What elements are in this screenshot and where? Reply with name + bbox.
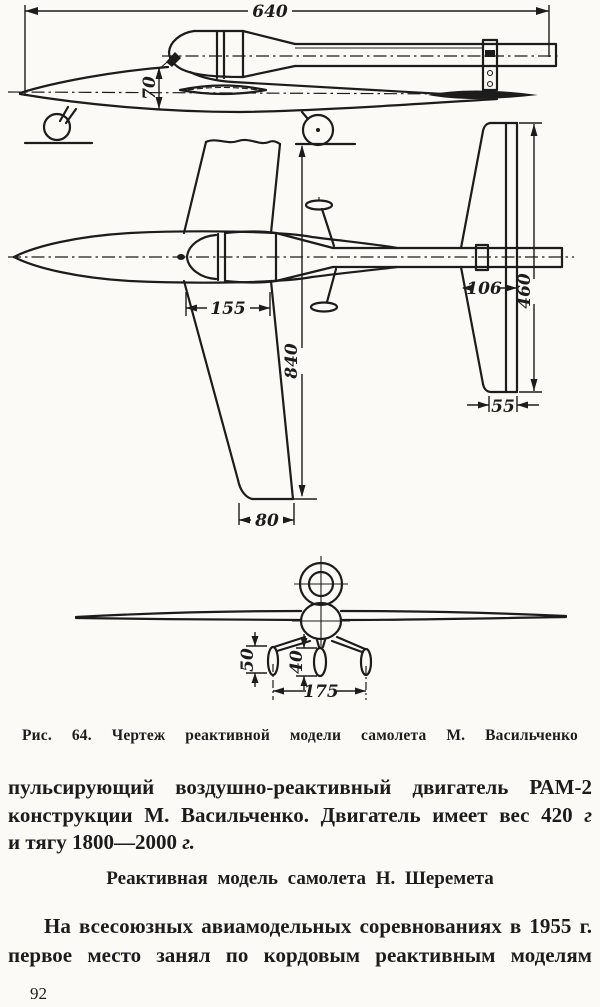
dim-640-label: 640 <box>252 2 288 22</box>
fuselage-plan-top <box>12 230 399 259</box>
rear-wheel <box>294 110 357 147</box>
tailplane-side <box>428 90 538 99</box>
side-view: 640 <box>7 2 560 147</box>
dimension-840: 840 <box>282 145 317 500</box>
dimension-640: 640 <box>24 2 550 96</box>
dimension-80: 80 <box>238 503 295 531</box>
text-line: конструкции М. Васильченко. Двигатель им… <box>8 802 592 830</box>
wing-root-fairing <box>178 84 268 96</box>
wing-lower-panel <box>182 279 295 501</box>
front-wheel <box>23 105 94 145</box>
fuselage-centerline <box>7 91 471 95</box>
front-view: 50 40 175 <box>74 556 568 702</box>
dimension-175: 175 <box>272 664 367 702</box>
p1-line1: пульсирующий воздушно-реактивный двигате… <box>8 775 592 799</box>
text-line: пульсирующий воздушно-реактивный двигате… <box>8 774 592 802</box>
fuselage-bottom-side <box>18 92 499 114</box>
p1-line3-unit: г. <box>182 830 196 854</box>
dimension-460: 460 <box>515 122 542 393</box>
dim-155-label: 155 <box>210 299 246 319</box>
p1-line2-unit: г <box>584 802 592 827</box>
figure-64-drawing: 640 <box>7 2 574 702</box>
engine-fitting <box>166 52 181 67</box>
engine-nose-tip <box>177 254 185 260</box>
paragraph-competition: На всесоюзных авиамодельных соревнования… <box>8 912 592 970</box>
tube-collar <box>474 243 490 272</box>
tube-bracket <box>481 38 499 92</box>
text-line: На всесоюзных авиамодельных соревнования… <box>8 912 592 941</box>
control-line-guides <box>304 197 339 313</box>
dimension-55: 55 <box>467 396 539 417</box>
section-heading: Реактивная модель самолета Н. Шеремета <box>106 868 494 889</box>
wing-upper-panel <box>182 138 282 235</box>
dim-55-label: 55 <box>491 397 515 417</box>
wing-front <box>74 609 568 622</box>
dim-80-label: 80 <box>254 511 279 531</box>
engine-pod-side <box>158 29 558 84</box>
engine-pod-plan <box>177 230 564 284</box>
p2-line2: первое место занял по кордовым реактивны… <box>8 943 592 967</box>
dim-106-label: 106 <box>466 279 502 299</box>
dim-40-label: 40 <box>287 650 307 674</box>
p1-line2: конструкции М. Васильченко. Двигатель им… <box>8 802 585 827</box>
text-line: первое место занял по кордовым реактивны… <box>8 941 592 970</box>
dim-175-label: 175 <box>303 682 339 702</box>
dim-70-label: 70 <box>140 76 160 100</box>
dim-460-label: 460 <box>515 273 535 309</box>
dimension-106: 106 <box>462 279 517 299</box>
landing-gear-front <box>266 635 373 678</box>
dimension-155: 155 <box>185 292 271 319</box>
fuselage-top-side <box>18 65 170 95</box>
engine-pylon <box>188 70 235 84</box>
dimension-40: 40 <box>287 634 317 690</box>
page-number: 92 <box>30 984 47 1003</box>
dim-50-label: 50 <box>238 648 258 672</box>
paragraph-engine: пульсирующий воздушно-реактивный двигате… <box>8 774 592 857</box>
engine-tube-plan <box>331 246 564 269</box>
p1-line3: и тягу 1800—2000 <box>8 830 183 854</box>
stabilizer-plan <box>459 121 519 394</box>
right-wheel-front <box>359 647 373 677</box>
tail-side <box>428 38 538 99</box>
dimension-70: 70 <box>140 67 163 109</box>
figure-caption: Рис. 64. Чертеж реактивной модели самоле… <box>22 727 578 744</box>
center-wheel-front <box>312 646 328 678</box>
fuselage-plan-bottom <box>12 255 399 284</box>
dimension-50: 50 <box>238 632 267 687</box>
dim-840-label: 840 <box>282 343 302 380</box>
plan-view: 155 840 80 <box>8 121 574 531</box>
p2-line1: На всесоюзных авиамодельных соревнования… <box>44 914 592 938</box>
text-line: и тягу 1800—2000 г. <box>8 829 592 857</box>
